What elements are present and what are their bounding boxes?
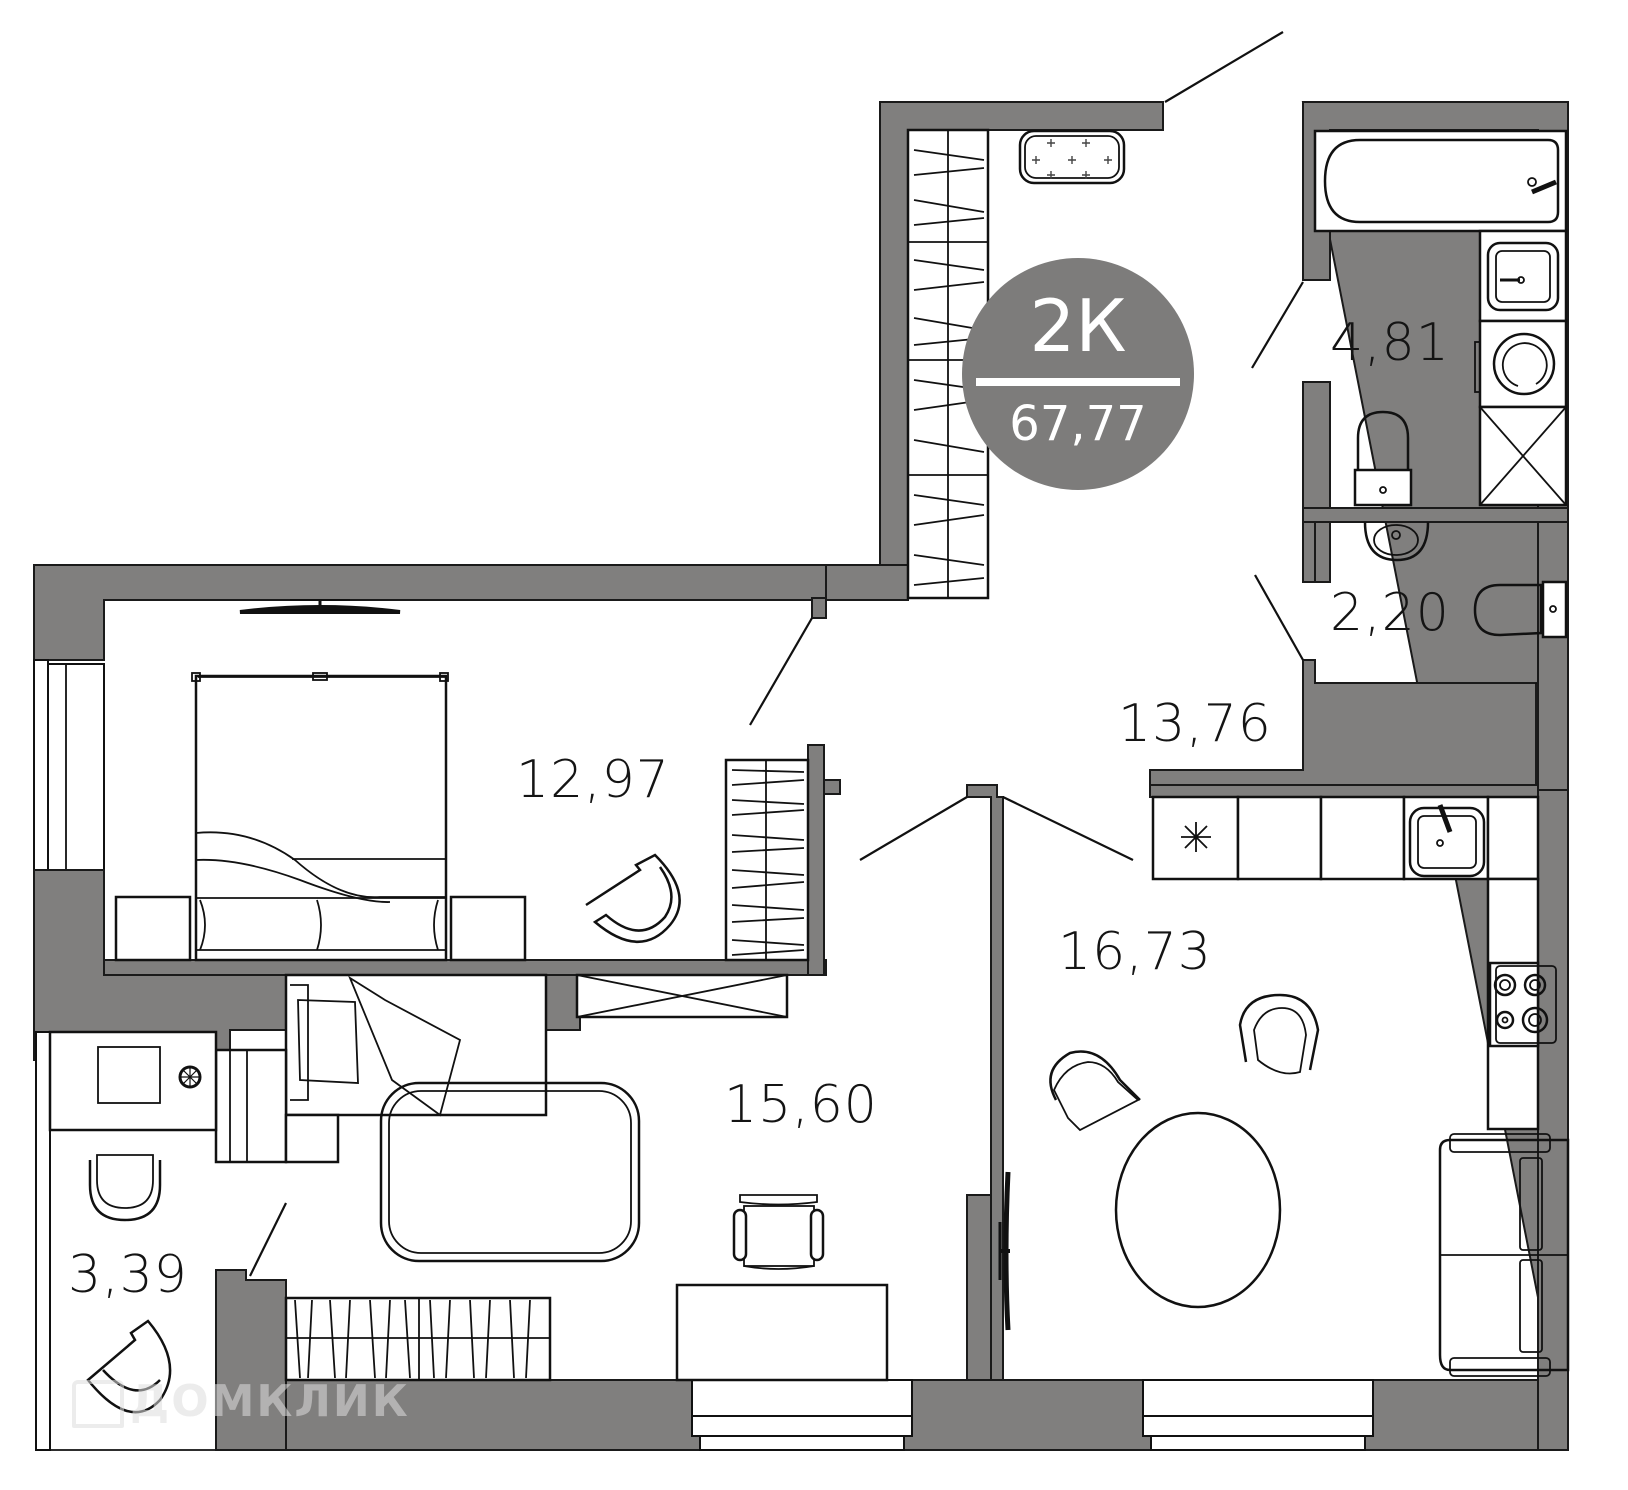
dining-table [1114, 1111, 1282, 1309]
children-desk-chair [732, 1194, 825, 1270]
toilet-sink [1363, 521, 1430, 562]
children-desk [675, 1283, 889, 1382]
sofa [1438, 1133, 1570, 1377]
kitchen-chair-2 [1049, 1050, 1141, 1132]
tv-kitchen [998, 1171, 1011, 1331]
apartment-summary-badge: 2К 67,77 [962, 258, 1194, 490]
bathroom-sink [1486, 241, 1560, 312]
bedroom-wardrobe [724, 758, 810, 962]
window-bedroom [33, 659, 49, 871]
nightstand-right [449, 895, 527, 962]
children-bottom-wardrobe [284, 1296, 552, 1382]
house-icon [72, 1380, 124, 1428]
wall-bottom [285, 1379, 1569, 1451]
window-kitchen [1142, 1379, 1374, 1417]
area-toilet: 2,20 [1330, 583, 1450, 643]
watermark: ДОМКЛИК [72, 1376, 410, 1428]
double-bed [191, 672, 449, 962]
door-entrance [1164, 31, 1284, 103]
total-area: 67,77 [1009, 396, 1147, 452]
area-bedroom: 12,97 [516, 750, 670, 810]
bathtub [1313, 129, 1568, 233]
area-children-room: 15,60 [724, 1075, 878, 1135]
washing-machine [1478, 319, 1568, 409]
children-wardrobe-steps [214, 1048, 340, 1164]
door-children [859, 796, 968, 861]
single-bed [284, 973, 548, 1117]
door-toilet [1254, 574, 1304, 661]
balcony-chair-2 [86, 1319, 172, 1414]
area-bathroom: 4,81 [1330, 313, 1450, 373]
kitchen-sink [1408, 806, 1486, 878]
area-balcony: 3,39 [68, 1245, 188, 1305]
door-balcony [249, 1202, 287, 1277]
window-children [691, 1379, 913, 1417]
watermark-text: ДОМКЛИК [130, 1376, 410, 1427]
tv-bedroom [239, 599, 401, 614]
nightstand-left [114, 895, 192, 962]
wall-bedroom-top [33, 564, 909, 661]
kitchen-chair-1 [1238, 993, 1320, 1075]
area-hallway: 13,76 [1118, 694, 1272, 754]
stove [1488, 961, 1557, 1048]
badge-divider [976, 378, 1180, 386]
children-rug [379, 1081, 641, 1263]
bathroom-toilet [1353, 410, 1413, 507]
door-bedroom [749, 617, 813, 726]
door-bathroom [1251, 281, 1304, 369]
door-kitchen [1002, 796, 1134, 861]
area-kitchen-living: 16,73 [1058, 922, 1212, 982]
wc [1473, 580, 1568, 639]
apartment-type: 2К [1029, 284, 1127, 368]
balcony-chair-1 [88, 1154, 162, 1222]
armchair-bedroom [585, 853, 681, 943]
balcony-frame [35, 1031, 51, 1451]
